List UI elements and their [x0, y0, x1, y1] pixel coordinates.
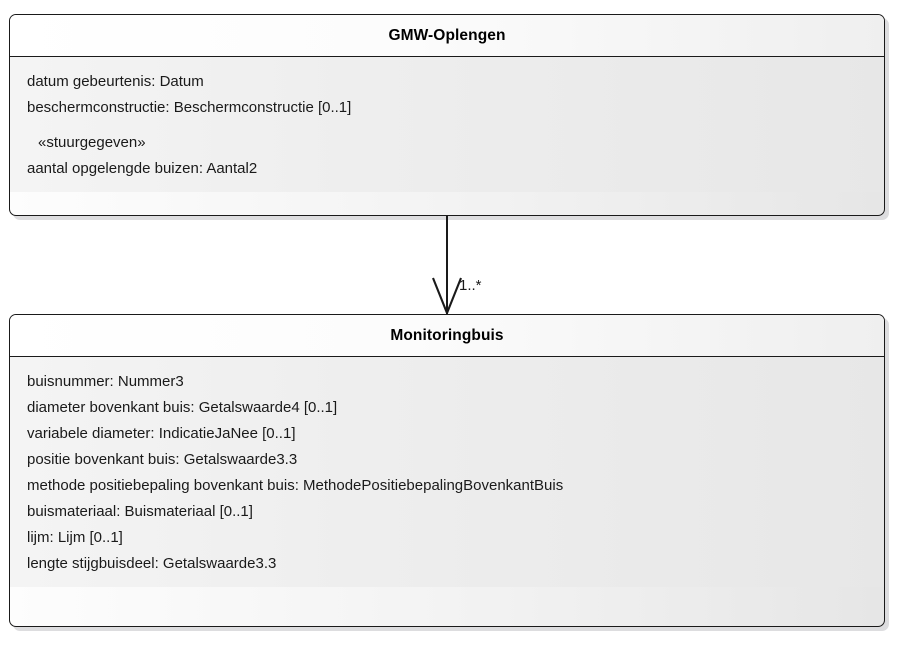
attribute-row: lijm: Lijm [0..1] [27, 529, 123, 546]
attribute-row: beschermconstructie: Beschermconstructie… [27, 99, 352, 116]
attribute-row: buisnummer: Nummer3 [27, 373, 184, 390]
open-arrow-head-icon [432, 277, 462, 316]
attribute-row: diameter bovenkant buis: Getalswaarde4 [… [27, 399, 338, 416]
class-attributes-gmw-oplengen: datum gebeurtenis: Datum beschermconstruc… [10, 57, 884, 192]
uml-class-gmw-oplengen[interactable]: GMW-Oplengen datum gebeurtenis: Datum bes… [9, 14, 885, 216]
attribute-row: variabele diameter: IndicatieJaNee [0..1… [27, 425, 296, 442]
attribute-row: methode positiebepaling bovenkant buis: … [27, 477, 564, 494]
association-multiplicity-label: 1..* [459, 277, 482, 294]
class-title-monitoringbuis: Monitoringbuis [10, 315, 884, 357]
association-line [446, 216, 448, 314]
class-attributes-monitoringbuis: buisnummer: Nummer3 diameter bovenkant bu… [10, 357, 884, 587]
attribute-row: buismateriaal: Buismateriaal [0..1] [27, 503, 253, 520]
uml-class-monitoringbuis[interactable]: Monitoringbuis buisnummer: Nummer3 diamet… [9, 314, 885, 627]
attribute-row: datum gebeurtenis: Datum [27, 73, 204, 90]
attribute-row: positie bovenkant buis: Getalswaarde3.3 [27, 451, 298, 468]
attribute-stereotype: «stuurgegeven» [38, 134, 146, 151]
attribute-row: lengte stijgbuisdeel: Getalswaarde3.3 [27, 555, 277, 572]
attribute-row: aantal opgelengde buizen: Aantal2 [27, 160, 258, 177]
class-title-gmw-oplengen: GMW-Oplengen [10, 15, 884, 57]
